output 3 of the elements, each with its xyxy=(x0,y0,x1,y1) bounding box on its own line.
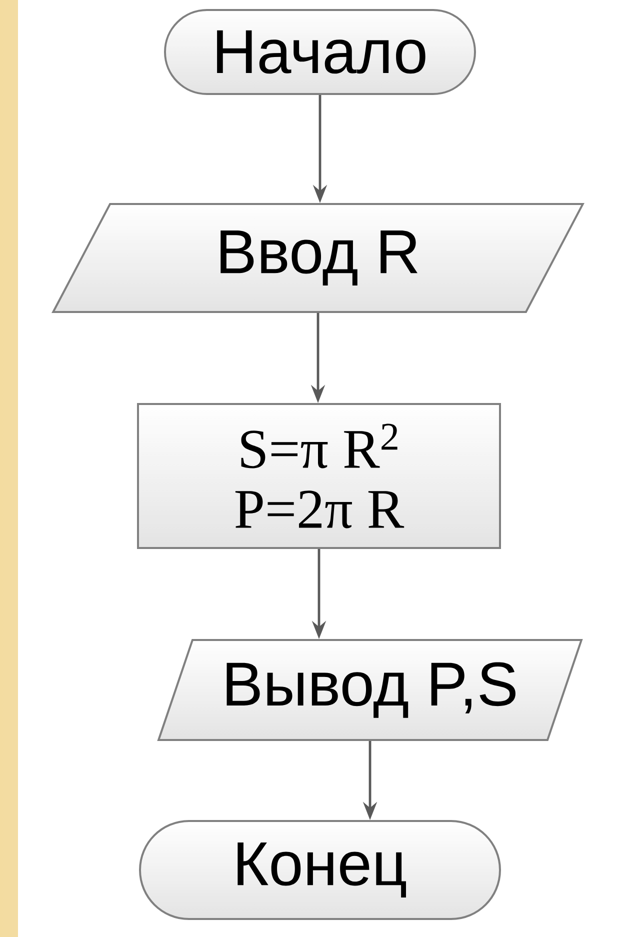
terminal-box: Конец xyxy=(139,820,501,920)
process-box: S=π R$^{2}$ P=2π R xyxy=(137,403,501,549)
terminal-box: Начало xyxy=(164,9,476,95)
